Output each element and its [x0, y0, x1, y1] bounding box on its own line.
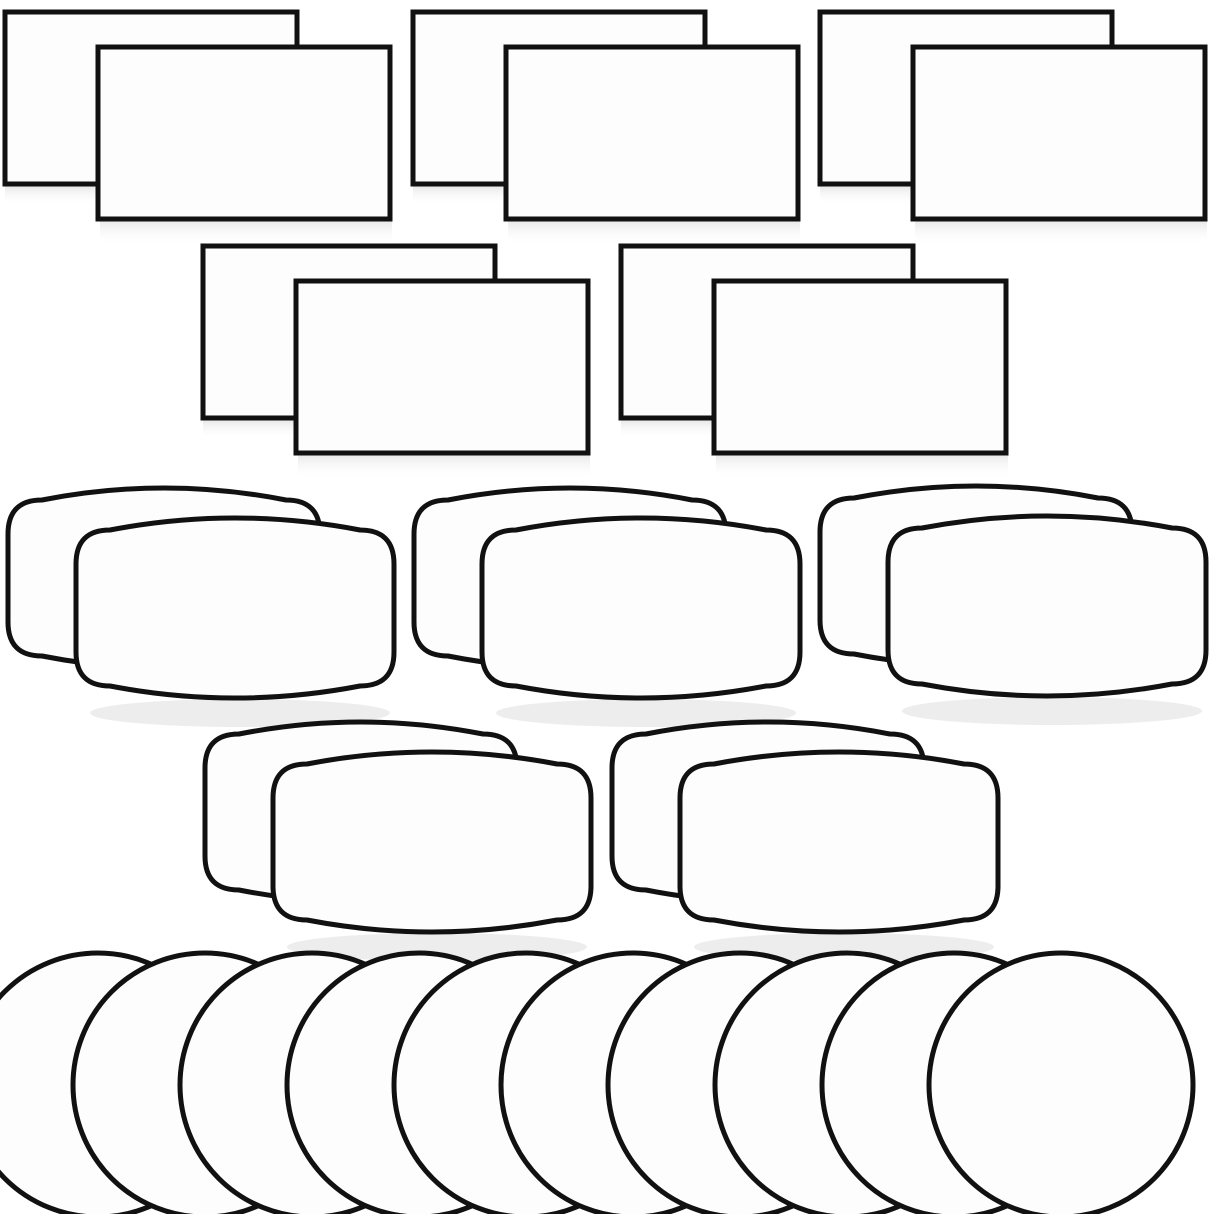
pillow-patch-front	[677, 749, 1001, 935]
patch-reflection	[90, 699, 390, 727]
pillow-patch-front	[270, 749, 594, 935]
patch-reflection	[902, 697, 1202, 725]
pillow-patch-front	[73, 515, 397, 701]
rectangle-patch-group	[2, 9, 1208, 456]
pillow-patch-group	[5, 483, 1209, 935]
pillow-patch-front	[479, 515, 803, 701]
circle-patch-group	[0, 950, 1196, 1214]
patch-reflection	[298, 453, 590, 479]
rectangle-patch-front	[910, 44, 1208, 222]
rectangle-patch-front	[503, 44, 801, 222]
patch-reflection	[915, 219, 1207, 245]
patch-reflection	[100, 219, 392, 245]
pillow-patch-front	[885, 513, 1209, 699]
rectangle-patch-front	[293, 278, 591, 456]
rectangle-patch-front	[711, 278, 1009, 456]
patch-reflection	[496, 699, 796, 727]
circle-patch	[926, 950, 1196, 1214]
rectangle-patch-front	[95, 44, 393, 222]
patch-reflection	[716, 453, 1008, 479]
patch-reflection	[508, 219, 800, 245]
